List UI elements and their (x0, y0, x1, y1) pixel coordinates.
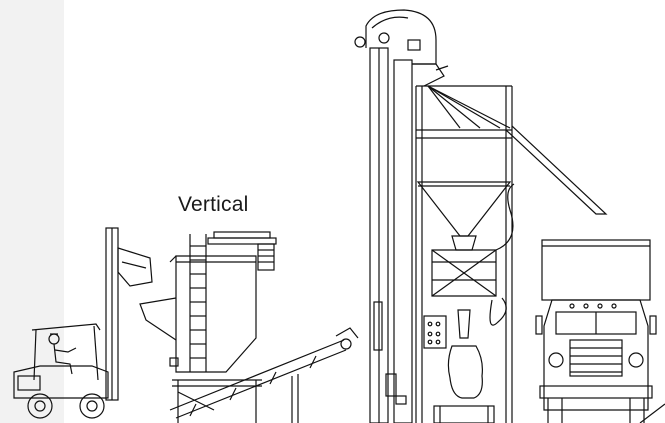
vertical-mixer-drawing (139, 231, 277, 423)
left-side-panel (0, 0, 64, 423)
forklift-drawing (13, 227, 153, 419)
bucket-elevator-drawing (354, 9, 449, 423)
truck-drawing (535, 239, 665, 423)
silo-bagging-tower-drawing (415, 85, 608, 423)
inclined-conveyor-drawing (169, 327, 359, 423)
vertical-mixer-label: Vertical (178, 193, 249, 216)
